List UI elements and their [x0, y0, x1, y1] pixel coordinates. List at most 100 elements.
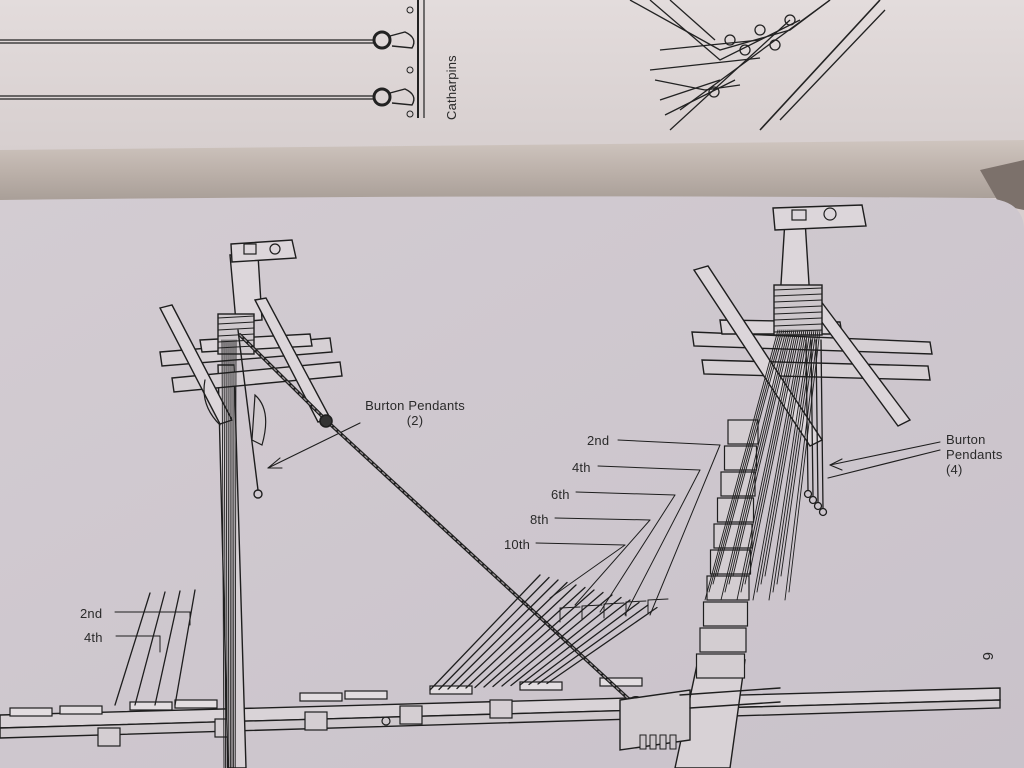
lower-shroud	[483, 589, 595, 688]
lower-shroud	[519, 599, 631, 686]
right-shroud	[764, 329, 809, 577]
shroud-label-4th: 4th	[572, 460, 591, 475]
band-line	[773, 317, 823, 321]
shroud-tick	[559, 606, 581, 609]
lower-shroud	[438, 576, 550, 691]
lower-shroud	[492, 591, 604, 688]
right-shroud	[716, 329, 785, 577]
shroud-leader	[554, 517, 651, 521]
rail-block	[399, 705, 423, 725]
left-shroud	[227, 339, 230, 768]
right-pendant-thimble	[803, 489, 813, 499]
right-pendant-thimble	[813, 501, 823, 511]
burton-pendants-4-line2: Pendants	[946, 447, 1003, 462]
lower-shroud	[429, 574, 541, 691]
left-shroud-line	[174, 589, 196, 706]
burton-4-pointer	[829, 441, 941, 466]
right-shroud	[728, 329, 791, 585]
right-shroud	[768, 329, 811, 601]
right-mast-section	[695, 653, 746, 679]
left-shroud-line	[154, 590, 181, 706]
band-line	[217, 327, 255, 331]
left-burton-pendant	[237, 329, 259, 491]
top-page	[0, 0, 1024, 150]
partner-block	[669, 734, 677, 750]
right-shroud	[756, 329, 805, 593]
lower-shroud	[528, 601, 640, 686]
cap-hole	[791, 209, 807, 221]
right-shroud	[720, 329, 787, 601]
right-pendant-thimble	[808, 495, 818, 505]
rail-fitting	[599, 677, 643, 687]
right-shroud	[776, 329, 815, 585]
right-mast-section	[702, 601, 749, 627]
shroud-leader	[617, 439, 721, 446]
right-shroud	[748, 329, 801, 577]
rail-fitting	[174, 699, 218, 709]
pointer-arrowhead	[267, 457, 283, 469]
burton-pendants-4-line1: Burton	[946, 432, 986, 447]
burton-pendants-4-line3: (4)	[946, 462, 963, 477]
partner-block	[639, 734, 647, 750]
burton-4-pointer	[827, 449, 941, 479]
rail-fitting	[9, 707, 53, 717]
left-shroud	[225, 339, 228, 768]
right-mast-section	[699, 627, 747, 653]
right-mast-cap	[772, 204, 867, 231]
rail-fitting	[429, 685, 473, 695]
rail-block	[489, 699, 513, 719]
band-line	[773, 287, 823, 291]
lower-shroud	[501, 594, 613, 687]
left-shroud	[234, 339, 237, 768]
shroud-leader	[624, 469, 701, 616]
burton-2-pointer	[267, 422, 361, 469]
band-line	[217, 315, 255, 319]
right-shroud	[760, 329, 807, 585]
lower-shroud	[474, 586, 586, 689]
left-cheek	[203, 379, 221, 426]
shroud-leader	[574, 519, 651, 606]
right-shroud	[732, 329, 793, 577]
rail-pin	[381, 716, 391, 726]
cap-hole-round	[823, 207, 837, 221]
right-burton-pendant	[810, 339, 814, 497]
right-shroud	[724, 329, 789, 593]
band-line	[773, 305, 823, 309]
catharpin-diagram	[0, 0, 425, 118]
pointer-arrowhead	[829, 458, 843, 471]
shroud-leader	[575, 491, 676, 496]
left-bibb	[251, 393, 267, 446]
rigging-diagram	[0, 204, 1001, 768]
left-shroud	[221, 339, 225, 768]
rail-block	[304, 711, 328, 731]
catharpins-label: Catharpins	[444, 55, 459, 120]
band-line	[773, 311, 823, 315]
shroud-leader	[535, 542, 626, 546]
shroud-tick	[625, 600, 647, 603]
right-rail	[679, 687, 781, 696]
shroud-label-8th: 8th	[530, 512, 549, 527]
right-shroud	[752, 329, 803, 601]
shroud-label-6th: 6th	[551, 487, 570, 502]
rail-fitting	[59, 705, 103, 715]
lower-shroud	[456, 581, 568, 690]
shroud-tick	[647, 598, 669, 601]
rail-fitting	[519, 681, 563, 691]
left-pendant-thimble	[253, 489, 263, 499]
left-shroud	[223, 339, 227, 768]
bottom-page	[0, 196, 1024, 768]
right-burton-pendant	[805, 339, 809, 491]
left-shroud-line	[134, 591, 166, 706]
lower-shroud	[510, 596, 622, 687]
shroud-tick	[603, 602, 625, 605]
right-shroud	[744, 329, 799, 585]
burton-pendants-2-line1: Burton Pendants	[365, 398, 465, 413]
shroud-leader	[597, 465, 701, 471]
right-shroud	[736, 329, 795, 601]
rail-fitting	[299, 692, 343, 702]
burton-pendants-4-label: Burton Pendants (4)	[946, 432, 1003, 477]
right-shroud	[788, 329, 821, 593]
rail-block	[97, 727, 121, 747]
right-pendant-thimble	[818, 507, 828, 517]
right-burton-pendant	[820, 339, 824, 509]
